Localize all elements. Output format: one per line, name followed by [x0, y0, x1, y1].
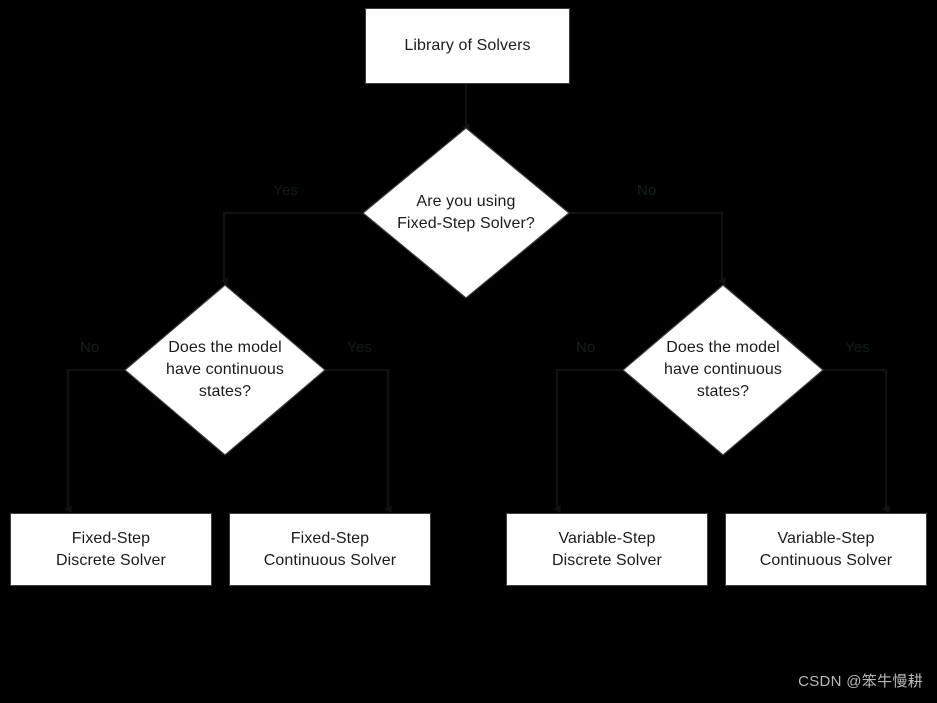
- edge-label-right-states-no: No: [576, 339, 596, 356]
- edge-right-states-yes: [822, 368, 890, 513]
- csdn-watermark: CSDN @笨牛慢耕: [798, 673, 923, 690]
- diamond-shape-icon: [362, 127, 570, 299]
- node-variable-step-discrete-solver-label: Variable-Step Discrete Solver: [552, 529, 662, 569]
- node-decision-left-continuous-states[interactable]: Does the model have continuous states?: [124, 284, 326, 456]
- node-fixed-step-continuous-solver[interactable]: Fixed-Step Continuous Solver: [229, 513, 431, 586]
- node-decision-fixed-step[interactable]: Are you using Fixed-Step Solver?: [362, 127, 570, 299]
- edge-label-right-states-yes: Yes: [845, 339, 871, 356]
- edge-label-left-states-yes: Yes: [347, 339, 373, 356]
- node-variable-step-continuous-solver[interactable]: Variable-Step Continuous Solver: [725, 513, 927, 586]
- node-fixed-step-discrete-solver-label: Fixed-Step Discrete Solver: [56, 529, 166, 569]
- edge-right-states-no: [552, 368, 622, 513]
- edge-fixedstep-no: [570, 211, 726, 285]
- node-variable-step-discrete-solver[interactable]: Variable-Step Discrete Solver: [506, 513, 708, 586]
- edge-left-states-no: [63, 368, 124, 513]
- node-fixed-step-continuous-solver-label: Fixed-Step Continuous Solver: [263, 529, 397, 569]
- edge-label-fixed-step-no: No: [637, 182, 657, 199]
- edge-left-states-yes: [326, 368, 392, 513]
- edge-fixedstep-yes: [219, 211, 362, 285]
- node-library-of-solvers[interactable]: Library of Solvers: [365, 8, 570, 84]
- diamond-shape-icon: [622, 284, 824, 456]
- node-decision-right-continuous-states[interactable]: Does the model have continuous states?: [622, 284, 824, 456]
- node-fixed-step-discrete-solver[interactable]: Fixed-Step Discrete Solver: [10, 513, 212, 586]
- edge-label-left-states-no: No: [80, 339, 100, 356]
- node-variable-step-continuous-solver-label: Variable-Step Continuous Solver: [759, 529, 893, 569]
- node-library-of-solvers-label: Library of Solvers: [404, 37, 531, 54]
- edge-label-fixed-step-yes: Yes: [273, 182, 299, 199]
- diamond-shape-icon: [124, 284, 326, 456]
